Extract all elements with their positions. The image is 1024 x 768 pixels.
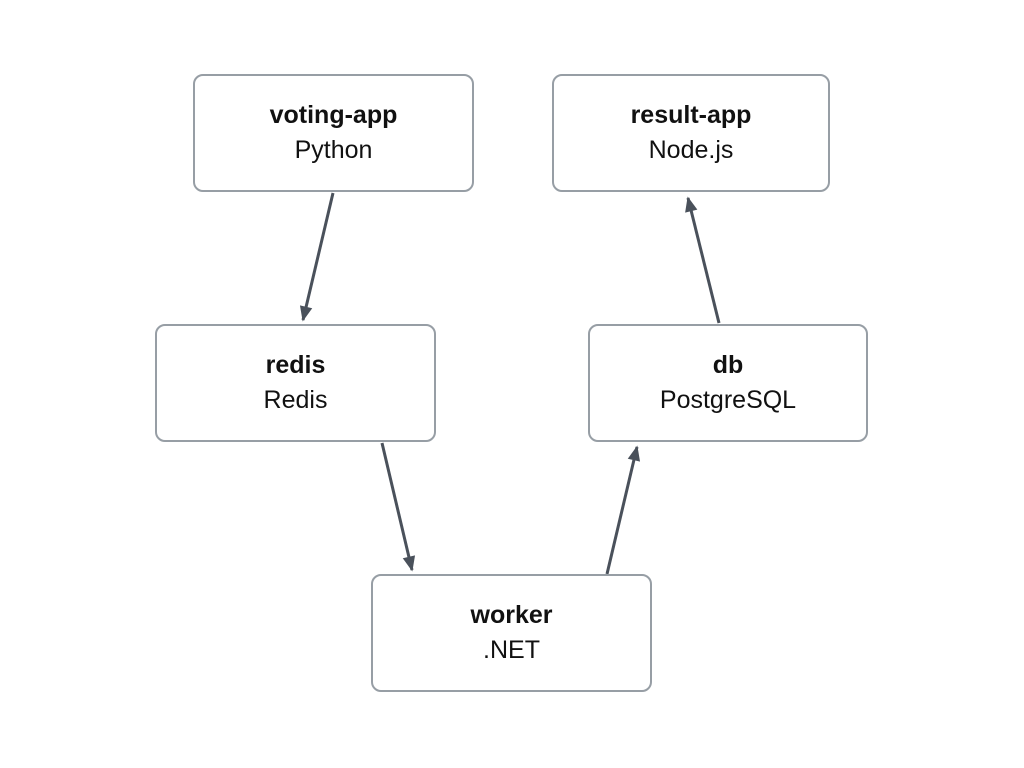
edge-voting-app-to-redis [299, 192, 335, 322]
node-subtitle: PostgreSQL [659, 386, 797, 414]
edge-db-to-result-app [685, 196, 721, 324]
node-subtitle: Node.js [648, 136, 734, 164]
edge-redis-to-worker [380, 442, 416, 572]
node-title: redis [265, 351, 326, 379]
edge-worker-to-db [605, 445, 641, 575]
node-subtitle: Python [294, 136, 373, 164]
node-title: db [712, 351, 744, 379]
node-worker: worker .NET [371, 574, 652, 692]
node-title: worker [470, 601, 553, 629]
node-title: voting-app [269, 101, 398, 129]
node-title: result-app [630, 101, 752, 129]
node-subtitle: Redis [263, 386, 328, 414]
node-subtitle: .NET [483, 636, 540, 664]
